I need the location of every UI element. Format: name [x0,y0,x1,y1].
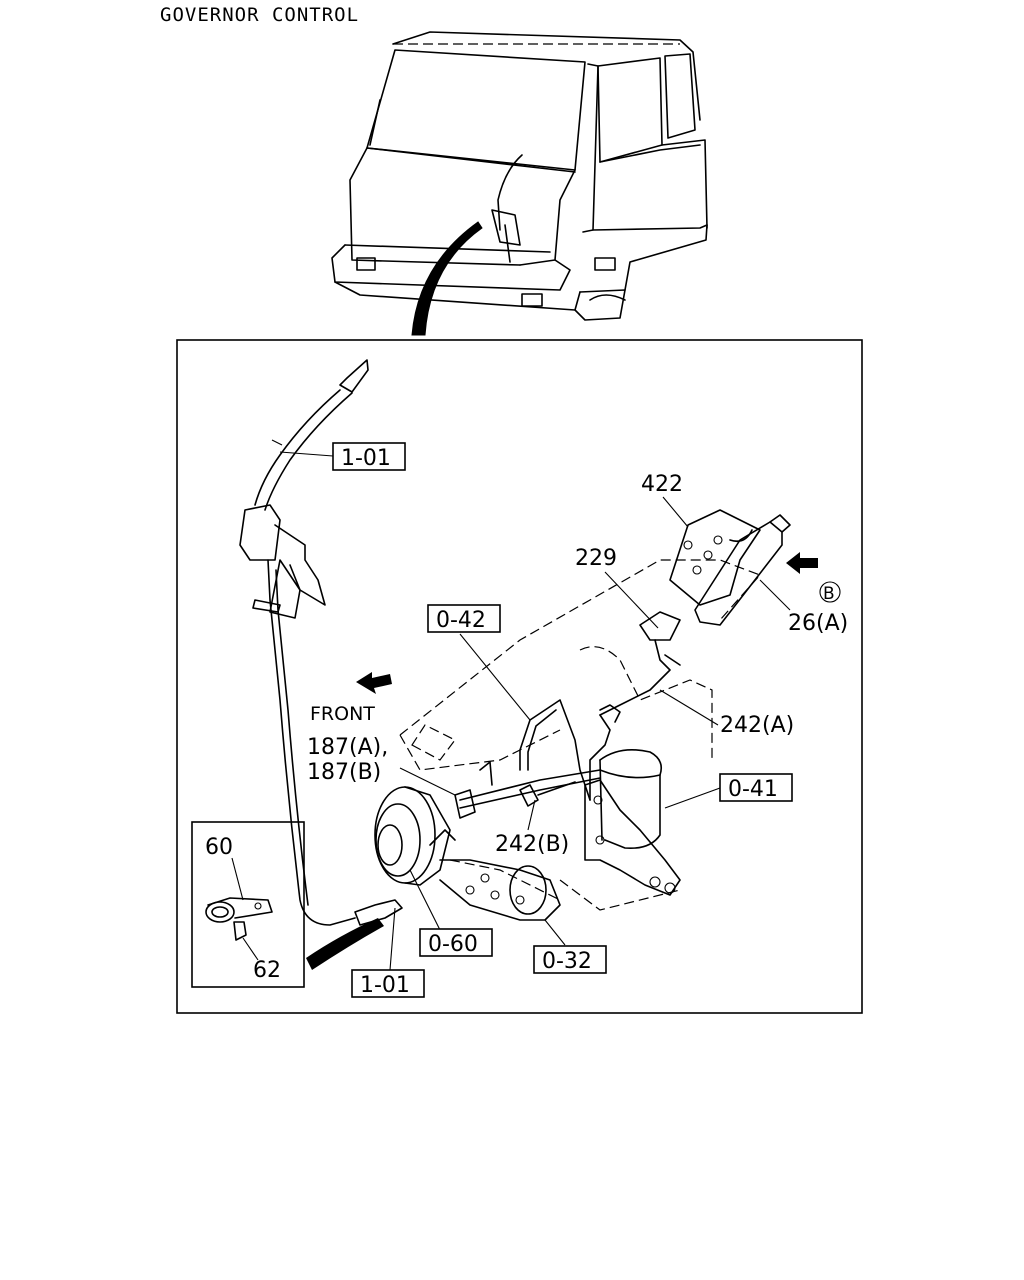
front-arrow-icon [356,672,392,694]
callout-1-01: 1-01 [341,446,391,471]
filter-bracket-drawing [584,749,681,896]
linkage-rods-drawing [454,699,621,819]
callout-0-41: 0-41 [728,777,778,802]
callout-box-0-60 [419,928,493,957]
callout-62: 62 [253,958,281,983]
callout-0-42: 0-42 [436,608,486,633]
callout-422: 422 [641,472,683,497]
callout-0-32: 0-32 [542,949,592,974]
leader-lines [231,451,791,971]
callout-26a: 26(A) [788,611,848,636]
callout-0-60: 0-60 [428,932,478,957]
callout-60: 60 [205,835,233,860]
callout-box-1-01 [332,442,406,471]
callout-box-1-01-lower [351,969,425,998]
callout-187b: 187(B) [307,760,381,785]
page-title: GOVERNOR CONTROL [160,4,360,26]
truck-cab-illustration [331,31,708,336]
callouts: 1-01 422 229 B 26(A) 0-42 FRONT 242(A) 1… [205,442,848,998]
callout-242b: 242(B) [495,832,569,857]
callout-229: 229 [575,546,617,571]
lever-bracket-drawing [599,509,818,716]
front-label: FRONT [310,703,375,725]
callout-box-0-41 [719,773,793,802]
callout-view-b: B [823,584,835,604]
callout-box-0-42 [427,604,501,633]
accelerator-cable-drawing [239,359,403,970]
clamp-inset-drawing [205,897,273,941]
callout-242a: 242(A) [720,713,794,738]
callout-187a: 187(A), [307,735,388,760]
callout-box-0-32 [533,945,607,974]
view-b-circle [819,581,841,603]
callout-1-01-lower: 1-01 [360,973,410,998]
